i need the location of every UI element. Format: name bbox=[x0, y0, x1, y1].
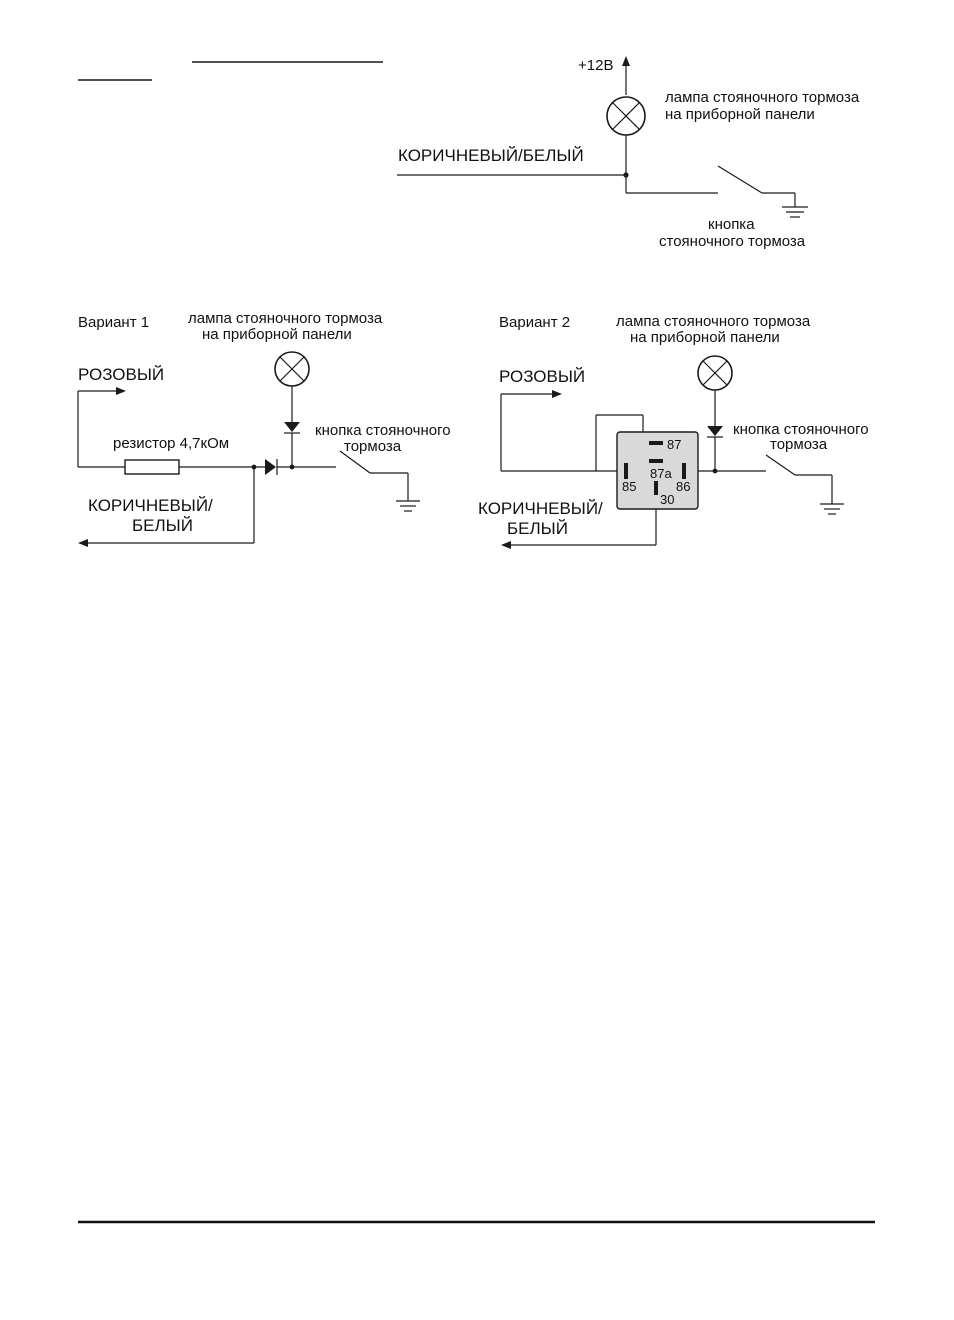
arrow-left-icon bbox=[78, 539, 88, 547]
v1-pink-label: РОЗОВЫЙ bbox=[78, 365, 164, 384]
arrow-up-icon bbox=[622, 56, 630, 66]
relay-terminal-87 bbox=[649, 441, 663, 445]
v1-brown-label-2: БЕЛЫЙ bbox=[132, 516, 193, 535]
lamp-icon bbox=[697, 355, 733, 391]
supply-label: +12В bbox=[578, 57, 613, 74]
relay-terminal-86 bbox=[682, 463, 686, 479]
relay-terminal-85 bbox=[624, 463, 628, 479]
top-wire-label: КОРИЧНЕВЫЙ/БЕЛЫЙ bbox=[398, 146, 584, 165]
relay-pin-87-label: 87 bbox=[667, 437, 681, 452]
v1-lamp-label-2: на приборной панели bbox=[202, 326, 352, 343]
v1-resistor-label: резистор 4,7кОм bbox=[113, 435, 229, 452]
top-button-label-1: кнопка bbox=[708, 216, 755, 233]
relay-pin-87a-label: 87a bbox=[650, 466, 672, 481]
v2-button-label-2: тормоза bbox=[770, 436, 828, 453]
switch-icon bbox=[765, 454, 796, 476]
relay-pin-30-label: 30 bbox=[660, 492, 674, 507]
lamp-icon bbox=[606, 96, 646, 136]
variant1-diagram: Вариант 1 лампа стояночного тормоза на п… bbox=[77, 310, 451, 547]
v2-brown-label-2: БЕЛЫЙ bbox=[507, 519, 568, 538]
diode-icon bbox=[265, 459, 278, 475]
relay-terminal-30 bbox=[654, 481, 658, 495]
junction-dot bbox=[289, 464, 295, 470]
variant1-title: Вариант 1 bbox=[78, 314, 149, 331]
v2-brown-label-1: КОРИЧНЕВЫЙ/ bbox=[478, 499, 603, 518]
junction-dot bbox=[712, 468, 718, 474]
ground-icon bbox=[782, 193, 808, 218]
v2-lamp-label-2: на приборной панели bbox=[630, 329, 780, 346]
diode-icon bbox=[284, 422, 300, 434]
variant2-title: Вариант 2 bbox=[499, 314, 570, 331]
top-button-label-2: стояночного тормоза bbox=[659, 233, 806, 250]
ground-icon bbox=[820, 475, 844, 515]
top-diagram: +12В лампа стояночного тормоза на прибор… bbox=[397, 56, 860, 250]
junction-dot bbox=[623, 172, 629, 178]
v1-lamp-label-1: лампа стояночного тормоза bbox=[188, 310, 383, 327]
v1-brown-label-1: КОРИЧНЕВЫЙ/ bbox=[88, 496, 213, 515]
relay-pin-85-label: 85 bbox=[622, 479, 636, 494]
top-lamp-label-1: лампа стояночного тормоза bbox=[665, 89, 860, 106]
v2-button-label-1: кнопка стояночного bbox=[733, 421, 869, 438]
relay-pin-86-label: 86 bbox=[676, 479, 690, 494]
v1-button-label-1: кнопка стояночного bbox=[315, 422, 451, 439]
diode-icon bbox=[707, 426, 723, 438]
arrow-right-icon bbox=[116, 387, 126, 395]
v1-button-label-2: тормоза bbox=[344, 438, 402, 455]
ground-icon bbox=[396, 473, 420, 512]
switch-icon bbox=[339, 450, 371, 474]
variant2-diagram: Вариант 2 лампа стояночного тормоза на п… bbox=[478, 313, 869, 549]
top-lamp-label-2: на приборной панели bbox=[665, 106, 815, 123]
v2-pink-label: РОЗОВЫЙ bbox=[499, 367, 585, 386]
relay-terminal-87a bbox=[649, 459, 663, 463]
switch-icon bbox=[717, 165, 763, 194]
resistor-icon bbox=[124, 459, 180, 475]
v2-lamp-label-1: лампа стояночного тормоза bbox=[616, 313, 811, 330]
arrow-right-icon bbox=[552, 390, 562, 398]
lamp-icon bbox=[274, 351, 310, 387]
arrow-left-icon bbox=[501, 541, 511, 549]
